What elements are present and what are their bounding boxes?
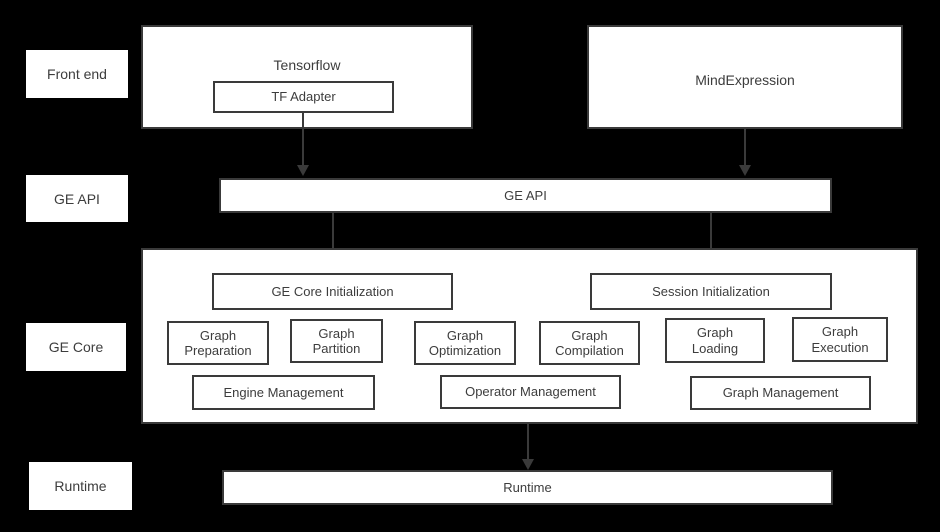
engine-management-label: Engine Management xyxy=(223,384,344,400)
layer-label-front-end: Front end xyxy=(26,50,128,98)
connector-ge-core-to-runtime xyxy=(527,424,529,464)
tf-adapter-label: TF Adapter xyxy=(271,89,336,105)
operator-management-label: Operator Management xyxy=(465,384,596,400)
arrowhead-tf-adapter-to-ge-api xyxy=(297,165,309,176)
graph-preparation-box[interactable]: Graph Preparation xyxy=(167,321,269,365)
tensorflow-label: Tensorflow xyxy=(273,57,341,73)
mindexpression-container: MindExpression xyxy=(587,25,903,129)
layer-label-ge-api: GE API xyxy=(26,175,128,222)
engine-management-box[interactable]: Engine Management xyxy=(192,375,375,410)
graph-compilation-box[interactable]: Graph Compilation xyxy=(539,321,640,365)
runtime-bar[interactable]: Runtime xyxy=(222,470,833,505)
layer-label-ge-core-text: GE Core xyxy=(48,339,104,355)
graph-management-label: Graph Management xyxy=(722,385,839,401)
graph-compilation-label: Graph Compilation xyxy=(555,327,624,358)
graph-partition-box[interactable]: Graph Partition xyxy=(290,319,383,363)
layer-label-ge-api-text: GE API xyxy=(54,190,100,207)
ge-api-bar-label: GE API xyxy=(504,187,547,203)
arrowhead-mindexpression-to-ge-api xyxy=(739,165,751,176)
graph-preparation-label: Graph Preparation xyxy=(184,327,252,358)
connector-mindexpression-to-ge-api xyxy=(744,129,746,167)
layer-label-front-end-text: Front end xyxy=(47,66,107,82)
layer-label-runtime: Runtime xyxy=(29,462,132,510)
layer-label-ge-core: GE Core xyxy=(26,323,126,371)
connector-ge-api-to-session-init xyxy=(710,213,712,261)
session-initialization-box[interactable]: Session Initialization xyxy=(590,273,832,310)
ge-api-bar[interactable]: GE API xyxy=(219,178,832,213)
graph-loading-box[interactable]: Graph Loading xyxy=(665,318,765,363)
mindexpression-label: MindExpression xyxy=(695,72,795,88)
tf-adapter-box[interactable]: TF Adapter xyxy=(213,81,394,113)
runtime-bar-label: Runtime xyxy=(503,479,552,495)
graph-loading-label: Graph Loading xyxy=(691,325,739,356)
tensorflow-container: Tensorflow xyxy=(141,25,473,129)
ge-core-initialization-box[interactable]: GE Core Initialization xyxy=(212,273,453,310)
graph-optimization-box[interactable]: Graph Optimization xyxy=(414,321,516,365)
ge-core-initialization-label: GE Core Initialization xyxy=(271,283,394,299)
graph-management-box[interactable]: Graph Management xyxy=(690,376,871,410)
graph-partition-label: Graph Partition xyxy=(312,325,361,356)
operator-management-box[interactable]: Operator Management xyxy=(440,375,621,409)
connector-tf-adapter-to-ge-api xyxy=(302,113,304,167)
graph-optimization-label: Graph Optimization xyxy=(428,327,502,358)
arrowhead-ge-core-to-runtime xyxy=(522,459,534,470)
session-initialization-label: Session Initialization xyxy=(652,283,770,299)
graph-execution-box[interactable]: Graph Execution xyxy=(792,317,888,362)
layer-label-runtime-text: Runtime xyxy=(54,478,107,494)
graph-execution-label: Graph Execution xyxy=(811,324,869,355)
connector-ge-api-to-ge-core-init xyxy=(332,213,334,261)
